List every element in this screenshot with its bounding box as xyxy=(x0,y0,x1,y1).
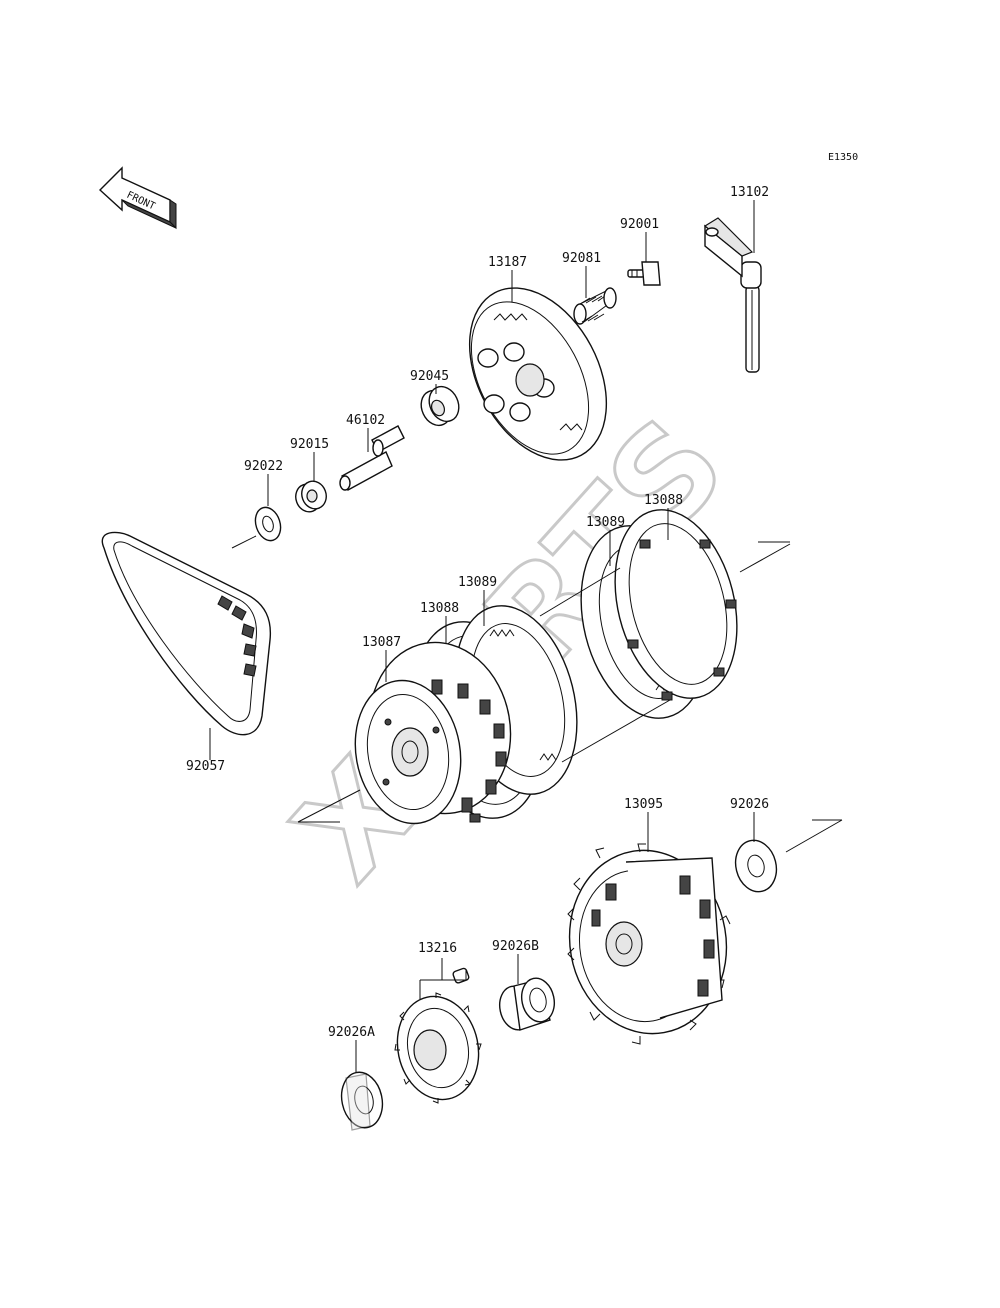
part-label-92001: 92001 xyxy=(620,217,659,232)
part-label-92057: 92057 xyxy=(186,759,225,774)
pressure-plate xyxy=(468,287,608,461)
clutch-spring xyxy=(573,287,617,325)
part-label-13187: 13187 xyxy=(488,255,527,270)
part-label-13089-left: 13089 xyxy=(458,575,497,590)
clutch-hub xyxy=(354,641,512,825)
part-label-13088-right: 13088 xyxy=(644,493,683,508)
part-label-13102: 13102 xyxy=(730,185,769,200)
washer xyxy=(254,506,282,542)
part-label-92022: 92022 xyxy=(244,459,283,474)
part-label-46102: 46102 xyxy=(346,413,385,428)
clutch-release-shaft xyxy=(703,217,762,373)
part-label-92081: 92081 xyxy=(562,251,601,266)
gear xyxy=(394,992,482,1104)
dowel-pin xyxy=(452,967,470,984)
lock-nut xyxy=(295,480,327,513)
part-label-13216: 13216 xyxy=(418,941,457,956)
collar xyxy=(498,977,556,1031)
part-label-13089-right: 13089 xyxy=(586,515,625,530)
thrust-washer xyxy=(734,839,778,893)
part-label-92026A: 92026A xyxy=(328,1025,375,1040)
clutch-housing xyxy=(567,843,731,1045)
part-label-13095: 13095 xyxy=(624,797,663,812)
part-label-13088-left: 13088 xyxy=(420,601,459,616)
part-label-92026: 92026 xyxy=(730,797,769,812)
push-rod xyxy=(339,425,405,491)
front-arrow-icon: FRONT xyxy=(98,166,177,230)
diagram-code: E1350 xyxy=(828,152,858,163)
part-label-13087: 13087 xyxy=(362,635,401,650)
bolt xyxy=(627,261,661,286)
washer-a xyxy=(340,1071,384,1131)
part-label-92026B: 92026B xyxy=(492,939,539,954)
ball-bearing xyxy=(420,385,460,427)
friction-plate-right xyxy=(614,509,738,701)
primary-chain xyxy=(101,531,272,736)
part-label-92015: 92015 xyxy=(290,437,329,452)
part-label-92045: 92045 xyxy=(410,369,449,384)
